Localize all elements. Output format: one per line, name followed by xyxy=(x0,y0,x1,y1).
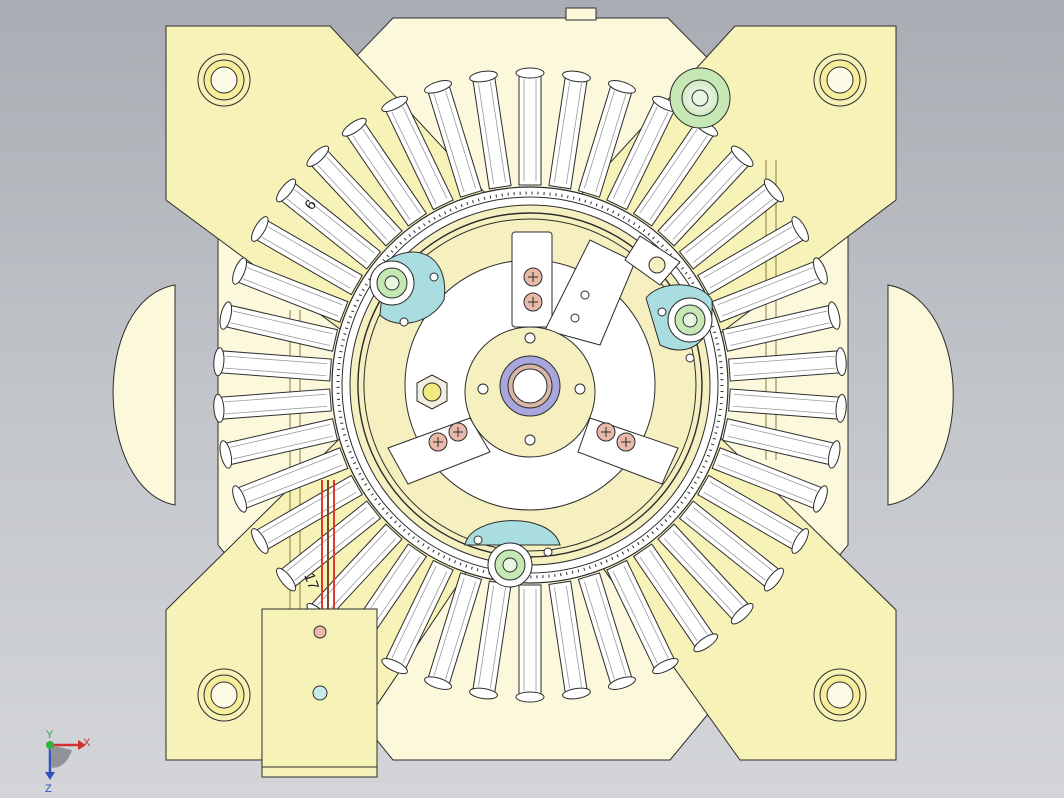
diag-arm-hole-2 xyxy=(570,313,580,323)
stator-fin xyxy=(232,257,349,323)
mount-hole-top-right xyxy=(813,53,867,107)
washer-left-hole xyxy=(399,317,409,327)
stator-fin xyxy=(515,584,545,703)
hub-hole-bottom xyxy=(524,434,536,446)
mount-hole-bottom-right xyxy=(813,668,867,722)
mount-hole-top-left xyxy=(197,53,251,107)
stator-fin xyxy=(632,117,719,227)
stator-fin xyxy=(548,70,591,190)
left-dome xyxy=(112,284,176,506)
screw-1 xyxy=(523,267,543,287)
triad-x-label: X xyxy=(83,737,91,749)
plate-notch xyxy=(565,7,597,21)
screws xyxy=(428,267,636,452)
triad-y-label: Y xyxy=(46,729,54,741)
radial-fins xyxy=(213,67,847,703)
stator-fin xyxy=(697,216,809,296)
triad-origin-shade xyxy=(50,745,72,768)
stator-fin xyxy=(424,80,483,198)
right-dome xyxy=(887,284,954,506)
pillar-bearing-bottom xyxy=(487,542,533,588)
hub-hole-left xyxy=(477,383,489,395)
washer-bottom xyxy=(464,520,561,546)
washer-bottom-hole xyxy=(473,535,483,545)
diag-arm-hole-1 xyxy=(580,290,590,300)
screw-3 xyxy=(428,432,448,452)
washer-right-hole xyxy=(657,307,667,317)
stator-fin xyxy=(232,447,349,513)
stator-fin xyxy=(577,572,636,690)
screw-2 xyxy=(523,292,543,312)
part-label-17: 17 xyxy=(300,571,322,592)
stator-fin xyxy=(606,95,679,211)
stator-fin xyxy=(711,447,828,513)
stator-fin xyxy=(213,388,332,423)
stator-fin xyxy=(657,145,754,247)
stator-fin xyxy=(213,347,332,382)
bottom-tab-plate xyxy=(261,608,378,778)
stator-fin xyxy=(381,95,454,211)
hex-nut-core xyxy=(422,382,442,402)
pillar-bearing-right xyxy=(667,297,713,343)
washer-left-hole-2 xyxy=(429,272,439,282)
stator-fin xyxy=(341,117,428,227)
stator-fin xyxy=(424,572,483,690)
center-bearing-bore xyxy=(512,368,548,404)
pillar-bearing-left xyxy=(369,260,415,306)
stator-fin xyxy=(251,474,363,554)
latch-pin xyxy=(648,256,666,274)
stator-fin xyxy=(577,80,636,198)
stator-fin xyxy=(251,216,363,296)
washer-bottom-hole-2 xyxy=(543,547,553,557)
screw-6 xyxy=(616,432,636,452)
screw-4 xyxy=(448,422,468,442)
stator-fin xyxy=(219,301,339,352)
stator-fin xyxy=(678,178,784,270)
stator-fin xyxy=(606,559,679,675)
stator-fin xyxy=(721,418,841,469)
wire-harness xyxy=(321,480,335,610)
axis-triad[interactable]: X Y Z xyxy=(45,729,91,795)
stator-fin xyxy=(657,523,754,625)
stator-fin xyxy=(276,500,382,592)
stator-fin xyxy=(469,70,512,190)
stator-fin xyxy=(548,580,591,700)
stator-fin xyxy=(381,559,454,675)
screw-5 xyxy=(596,422,616,442)
stator-fin xyxy=(728,347,847,382)
tick-ring xyxy=(336,191,724,579)
stator-fin xyxy=(306,145,403,247)
stator-fin xyxy=(728,388,847,423)
mount-hole-bottom-left xyxy=(197,668,251,722)
hub-hole-top xyxy=(524,332,536,344)
stator-fin xyxy=(515,67,545,186)
stator-fin xyxy=(276,178,382,270)
stator-fin xyxy=(219,418,339,469)
stator-fin xyxy=(678,500,784,592)
stator-fin xyxy=(721,301,841,352)
hub-hole-right xyxy=(574,383,586,395)
stator-fin xyxy=(711,257,828,323)
washer-right-hole-2 xyxy=(685,353,695,363)
mount-holes xyxy=(197,53,867,722)
stator-fin xyxy=(697,474,809,554)
pulley-wheel xyxy=(669,67,731,129)
triad-z-label: Z xyxy=(45,783,52,795)
triad-origin xyxy=(46,741,54,749)
stator-fin xyxy=(632,543,719,653)
